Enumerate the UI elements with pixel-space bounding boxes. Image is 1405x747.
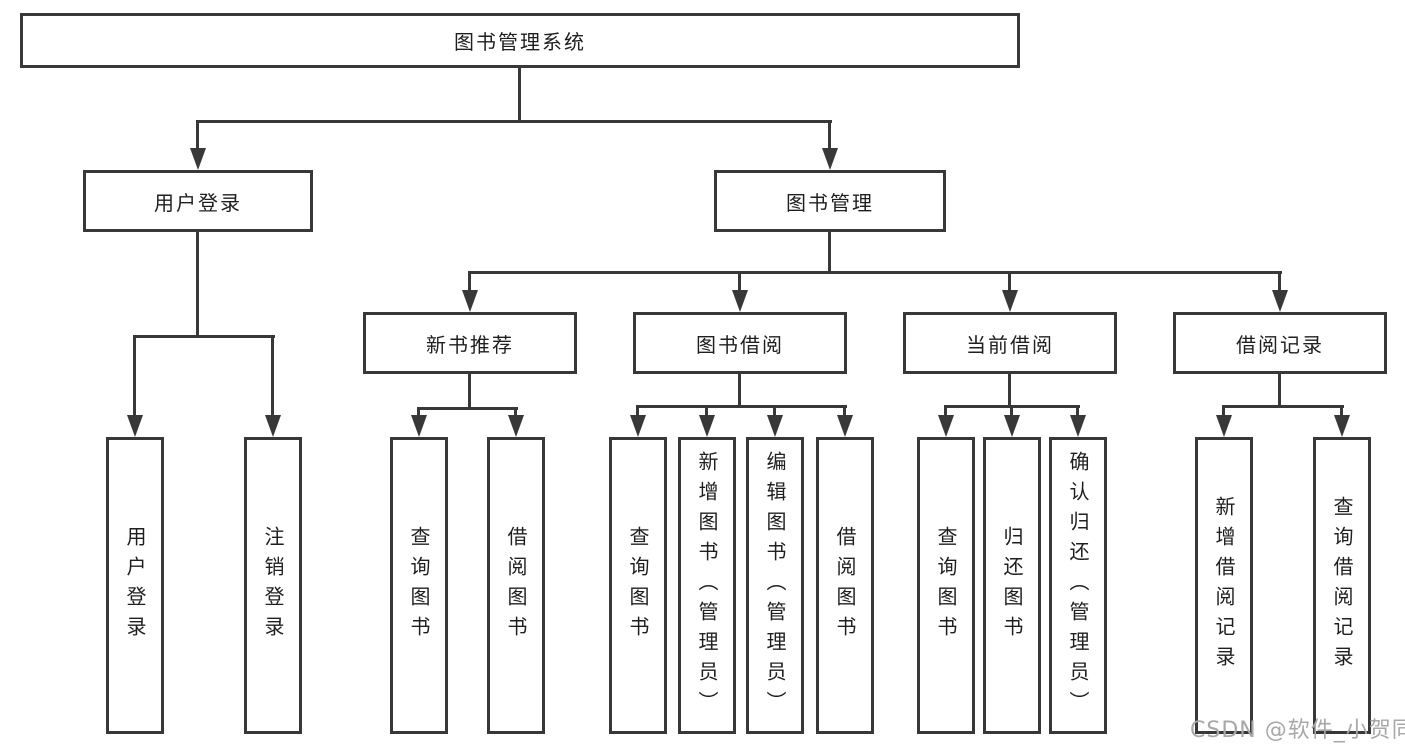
- arrowhead-down: [837, 415, 853, 437]
- connector-vline: [514, 407, 517, 415]
- arrowhead-down: [1272, 290, 1288, 312]
- leaf-add-borrow-record-label: 新增借阅记录: [1212, 495, 1236, 676]
- arrowhead-down: [1002, 290, 1018, 312]
- node-user-login-label: 用户登录: [154, 190, 242, 215]
- leaf-borrow-books-borrowing-label: 借阅图书: [833, 525, 857, 646]
- leaf-add-books-admin-label: 新增图书（管理员）: [695, 450, 719, 721]
- leaf-query-books-recommend: 查询图书: [390, 437, 448, 734]
- connector-vline: [196, 232, 199, 338]
- leaf-borrow-books-borrowing: 借阅图书: [816, 437, 874, 734]
- node-current-borrowing: 当前借阅: [903, 312, 1117, 374]
- leaf-add-borrow-record: 新增借阅记录: [1195, 437, 1253, 734]
- node-new-book-recommend-label: 新书推荐: [426, 332, 514, 357]
- leaf-return-books-label: 归还图书: [1000, 525, 1024, 646]
- connector-vline: [1076, 405, 1079, 415]
- connector-vline: [738, 374, 741, 408]
- connector-vline: [417, 407, 420, 415]
- connector-vline: [1340, 405, 1343, 415]
- connector-vline: [468, 374, 471, 410]
- connector-hline: [417, 407, 518, 410]
- connector-vline: [196, 120, 199, 148]
- connector-hline: [1222, 405, 1344, 408]
- arrowhead-down: [630, 415, 646, 437]
- leaf-return-books: 归还图书: [983, 437, 1041, 734]
- connector-vline: [828, 232, 831, 274]
- connector-vline: [773, 405, 776, 415]
- arrowhead-down: [127, 415, 143, 437]
- arrowhead-down: [462, 290, 478, 312]
- leaf-query-books-recommend-label: 查询图书: [407, 525, 431, 646]
- connector-vline: [133, 335, 136, 415]
- connector-vline: [1278, 374, 1281, 408]
- leaf-logout: 注销登录: [244, 437, 302, 734]
- leaf-user-login: 用户登录: [106, 437, 164, 734]
- connector-vline: [705, 405, 708, 415]
- connector-hline: [636, 405, 847, 408]
- connector-vline: [1008, 374, 1011, 408]
- leaf-add-books-admin: 新增图书（管理员）: [678, 437, 736, 734]
- arrowhead-down: [265, 415, 281, 437]
- node-current-borrowing-label: 当前借阅: [966, 332, 1054, 357]
- leaf-query-borrow-record: 查询借阅记录: [1313, 437, 1371, 734]
- leaf-query-books-borrowing-label: 查询图书: [626, 525, 650, 646]
- node-book-management-label: 图书管理: [786, 190, 874, 215]
- leaf-query-books-current: 查询图书: [917, 437, 975, 734]
- node-user-login: 用户登录: [83, 170, 313, 232]
- node-library-system-label: 图书管理系统: [454, 30, 586, 54]
- connector-hline: [196, 120, 832, 123]
- arrowhead-down: [767, 415, 783, 437]
- arrowhead-down: [938, 415, 954, 437]
- connector-vline: [944, 405, 947, 415]
- arrowhead-down: [411, 415, 427, 437]
- arrowhead-down: [699, 415, 715, 437]
- leaf-query-books-current-label: 查询图书: [934, 525, 958, 646]
- arrowhead-down: [190, 148, 206, 170]
- leaf-edit-books-admin: 编辑图书（管理员）: [746, 437, 804, 734]
- node-book-borrowing: 图书借阅: [633, 312, 847, 374]
- connector-vline: [1010, 405, 1013, 415]
- connector-hline: [133, 335, 275, 338]
- leaf-confirm-return-admin-label: 确认归还（管理员）: [1066, 450, 1090, 721]
- node-borrowing-records-label: 借阅记录: [1236, 332, 1324, 357]
- connector-vline: [1008, 271, 1011, 290]
- csdn-watermark: CSDN @软件_小贺同学: [1190, 718, 1405, 743]
- connector-vline: [738, 271, 741, 290]
- leaf-query-books-borrowing: 查询图书: [609, 437, 667, 734]
- node-borrowing-records: 借阅记录: [1173, 312, 1387, 374]
- leaf-borrow-books-recommend-label: 借阅图书: [504, 525, 528, 646]
- leaf-borrow-books-recommend: 借阅图书: [487, 437, 545, 734]
- arrowhead-down: [822, 148, 838, 170]
- node-new-book-recommend: 新书推荐: [363, 312, 577, 374]
- connector-vline: [1278, 271, 1281, 290]
- connector-vline: [636, 405, 639, 415]
- connector-vline: [828, 120, 831, 148]
- connector-vline: [468, 271, 471, 290]
- leaf-query-borrow-record-label: 查询借阅记录: [1330, 495, 1354, 676]
- connector-vline: [843, 405, 846, 415]
- arrowhead-down: [1216, 415, 1232, 437]
- leaf-logout-label: 注销登录: [261, 525, 285, 646]
- node-book-management: 图书管理: [714, 170, 946, 232]
- arrowhead-down: [1070, 415, 1086, 437]
- connector-vline: [271, 335, 274, 415]
- connector-hline: [468, 271, 1282, 274]
- arrowhead-down: [1004, 415, 1020, 437]
- node-library-system: 图书管理系统: [20, 13, 1020, 68]
- leaf-confirm-return-admin: 确认归还（管理员）: [1049, 437, 1107, 734]
- leaf-user-login-label: 用户登录: [123, 525, 147, 646]
- connector-vline: [1222, 405, 1225, 415]
- arrowhead-down: [508, 415, 524, 437]
- leaf-edit-books-admin-label: 编辑图书（管理员）: [763, 450, 787, 721]
- arrowhead-down: [1334, 415, 1350, 437]
- arrowhead-down: [732, 290, 748, 312]
- node-book-borrowing-label: 图书借阅: [696, 332, 784, 357]
- connector-vline: [518, 68, 521, 123]
